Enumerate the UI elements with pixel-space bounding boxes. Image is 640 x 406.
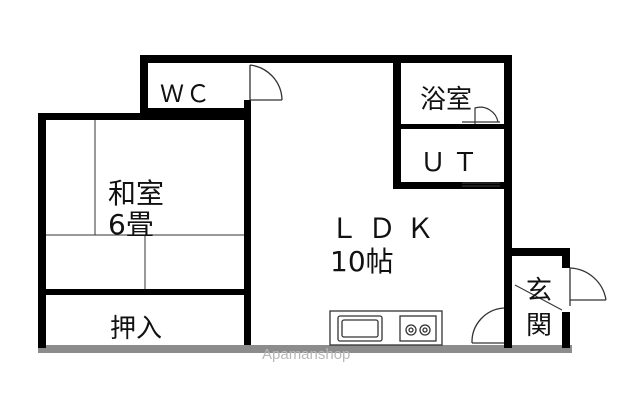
genkan-door-inner[interactable] (471, 307, 505, 344)
ground-strip (38, 345, 572, 353)
genkan-door-outer[interactable] (569, 267, 607, 306)
sink (337, 315, 383, 342)
genkan-wall-top (504, 248, 570, 256)
room-label-ldk-name: ＬＤＫ (330, 212, 445, 245)
washitsu-wall-left (38, 113, 46, 348)
stove (399, 315, 437, 342)
bath-wall-right (504, 55, 512, 189)
ut-door[interactable] (462, 182, 500, 187)
room-label-genkan-bottom: 関 (526, 311, 553, 341)
bath-wall-left (393, 55, 401, 189)
genkan-wall-right-lower (562, 312, 570, 348)
wc-wall-left (140, 55, 148, 115)
wc-wall-top (140, 55, 250, 63)
bath-ut-divider (393, 124, 512, 129)
genkan-step (514, 284, 563, 311)
kitchen-counter (329, 310, 443, 346)
main-wall-top (246, 55, 512, 63)
room-label-ldk-size: 10帖 (330, 245, 394, 278)
room-label-genkan-top: 玄 (526, 276, 553, 306)
washitsu-wall-top (38, 113, 250, 120)
washitsu-oshiire-wall (38, 289, 250, 295)
wc-wall-bottom (140, 108, 250, 114)
tatami-lines (46, 120, 244, 289)
watermark: Apamanshop (262, 346, 351, 363)
room-label-bath: 浴室 (420, 85, 473, 115)
genkan-wall-right-upper (562, 248, 570, 268)
room-label-wc: ＷＣ (160, 80, 212, 108)
wc-door[interactable] (249, 64, 283, 101)
room-label-washitsu-size: 6畳 (108, 208, 154, 241)
bath-door[interactable] (462, 106, 500, 124)
ut-wall-bottom (393, 182, 512, 189)
walls (38, 55, 570, 348)
room-label-ut: ＵＴ (420, 148, 485, 178)
ldk-left-wall (244, 100, 251, 345)
ldk-right-wall (504, 186, 512, 348)
room-label-washitsu-name: 和室 (108, 177, 165, 210)
room-label-oshiire: 押入 (110, 314, 163, 344)
